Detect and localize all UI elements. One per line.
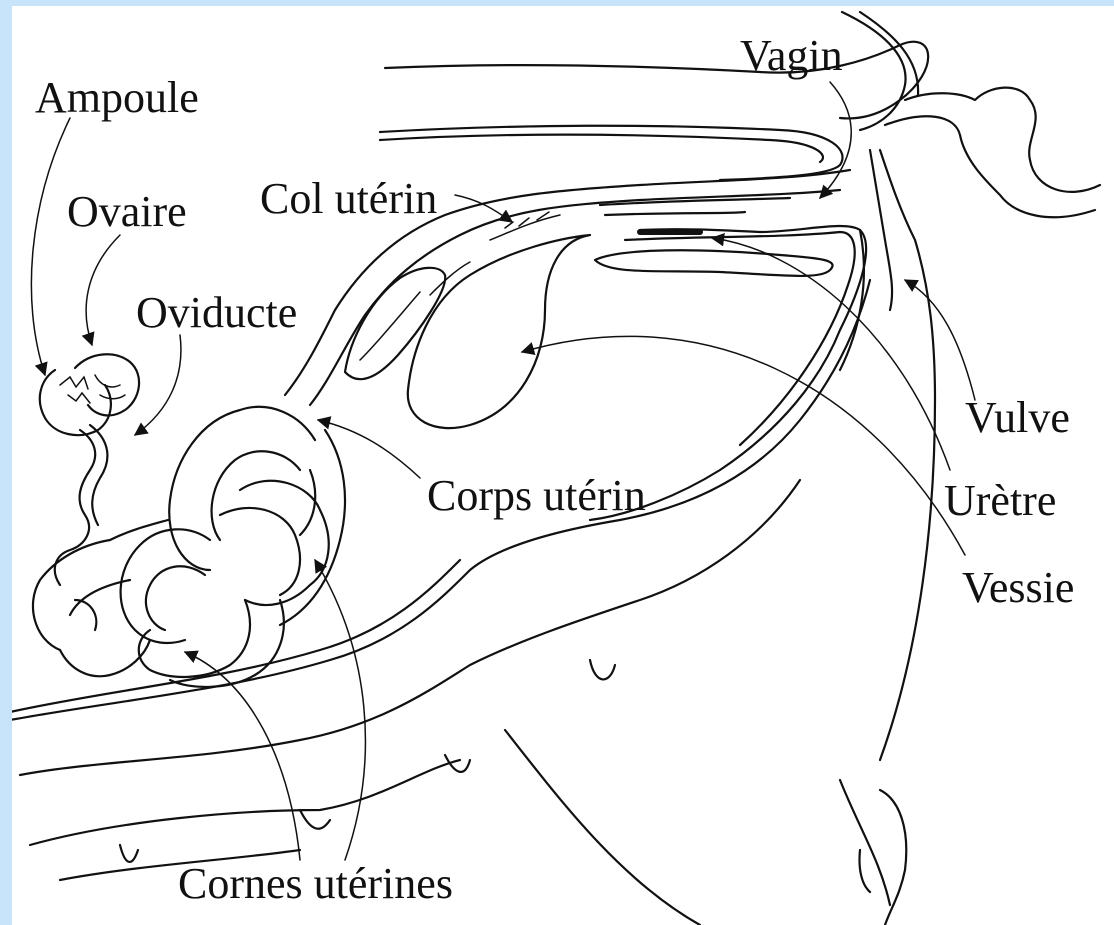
rectum-outline bbox=[380, 12, 928, 180]
arrow-cornes-1 bbox=[185, 652, 300, 860]
oviduct-ovary-outline bbox=[40, 354, 139, 585]
label-oviducte: Oviducte bbox=[136, 291, 297, 335]
arrow-ovaire bbox=[86, 235, 120, 345]
label-vulve: Vulve bbox=[965, 396, 1070, 440]
arrow-corps-uterin bbox=[318, 420, 420, 478]
label-uretre: Urètre bbox=[944, 479, 1056, 523]
uterine-horns-outline bbox=[33, 407, 345, 687]
label-ampoule: Ampoule bbox=[35, 76, 199, 120]
arrow-oviducte bbox=[135, 335, 181, 435]
arrow-cornes-2 bbox=[315, 560, 365, 860]
reproductive-tract-drawing bbox=[12, 6, 1114, 925]
label-ovaire: Ovaire bbox=[67, 190, 187, 234]
label-col-uterin: Col utérin bbox=[260, 177, 437, 221]
diagram-frame: Ampoule Ovaire Oviducte Col utérin Vagin… bbox=[12, 6, 1114, 925]
label-vessie: Vessie bbox=[962, 566, 1074, 610]
arrow-vagin bbox=[820, 82, 851, 198]
arrow-vulve bbox=[905, 280, 975, 400]
label-vagin: Vagin bbox=[740, 34, 843, 78]
arrow-ampoule bbox=[31, 118, 70, 375]
label-corps-uterin: Corps utérin bbox=[427, 474, 646, 518]
tail-outline bbox=[885, 88, 1100, 218]
arrow-vessie bbox=[522, 336, 965, 555]
label-cornes-uterines: Cornes utérines bbox=[178, 862, 453, 906]
